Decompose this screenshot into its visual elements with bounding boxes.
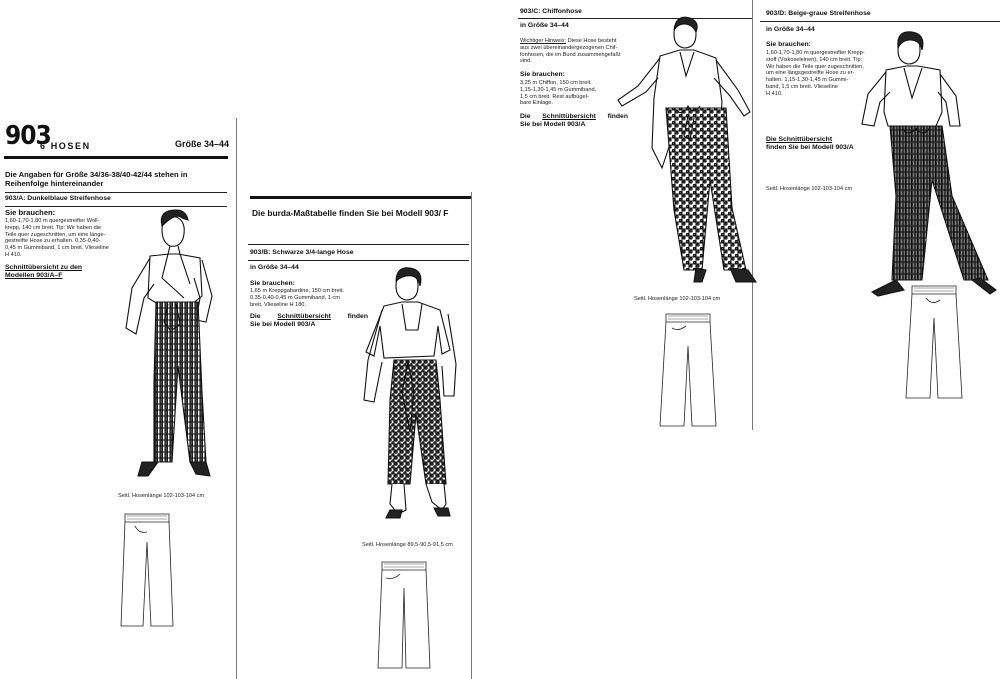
model-b-illustration bbox=[352, 264, 472, 534]
model-c-overview-link: Die Schnittübersicht finden Sie bei Mode… bbox=[520, 113, 628, 129]
model-b-pattern-sketch bbox=[374, 558, 434, 673]
model-d-length: Seitl. Hosenlänge 102-103-104 cm bbox=[766, 186, 853, 192]
text-word: Die bbox=[520, 113, 531, 120]
text-line: sind. bbox=[520, 58, 532, 65]
text-line: Die Schnittübersicht bbox=[766, 136, 833, 143]
hint-label: Wichtiger Hinweis: bbox=[520, 38, 567, 44]
text-line: gestreifte Hose zu erhalten. 0,35-0,40- bbox=[5, 238, 101, 245]
text-line: Die Schnittübersicht finden bbox=[520, 113, 628, 121]
page-903b: Die burda-Maßtabelle finden Sie bei Mode… bbox=[236, 192, 472, 679]
model-d-needs-text: 1,60-1,70-1,80 m quergestreifter Krepp- … bbox=[766, 50, 894, 98]
text-line: um eine längsgestreifte Hose zu er- bbox=[766, 70, 855, 77]
divider bbox=[518, 18, 752, 19]
model-c-needs-label: Sie brauchen: bbox=[520, 71, 565, 78]
model-d-illustration bbox=[842, 28, 992, 298]
model-a-needs-text: 1,60-1,70-1,80 m quergestreifter Woll- k… bbox=[5, 218, 125, 259]
page-903d: 903/D: Beige-graue Streifenhose in Größe… bbox=[752, 0, 1000, 679]
page-903c: 903/C: Chiffonhose in Größe 34–44 Wichti… bbox=[514, 0, 753, 430]
text-line: band, 1,5 cm breit. Vlieseline bbox=[766, 83, 838, 90]
page-banner-rule bbox=[250, 196, 471, 199]
text-line: finden Sie bei Modell 903/A bbox=[766, 144, 854, 152]
text-line: stoff (Viskoseleinen), 140 cm breit. Tip… bbox=[766, 56, 863, 63]
text-word: finden bbox=[607, 113, 628, 120]
model-c-size: in Größe 34–44 bbox=[520, 22, 569, 29]
model-c-needs-text: 3,25 m Chiffon, 150 cm breit. 1,15-1,30-… bbox=[520, 80, 620, 107]
model-d-pattern-sketch bbox=[904, 282, 964, 402]
size-note: Die Angaben für Größe 34/36-38/40-42/44 … bbox=[5, 170, 188, 188]
text-line: krepp, 140 cm breit. Tip: Wir haben die bbox=[5, 224, 102, 231]
text-line: Teile quer zugeschnitten, um eine länge- bbox=[5, 231, 106, 238]
model-c-illustration bbox=[612, 12, 762, 297]
model-d-overview-link: Die Schnittübersicht finden Sie bei Mode… bbox=[766, 136, 854, 152]
text-line: H 410. bbox=[766, 90, 783, 97]
text-line: breit. Vlieseline H 180. bbox=[250, 301, 306, 308]
text-line: Die Schnittübersicht finden bbox=[250, 313, 368, 321]
size-range: Größe 34–44 bbox=[175, 139, 230, 149]
model-a-length: Seitl. Hosenlänge 102-103-104 cm bbox=[118, 493, 205, 499]
divider bbox=[248, 244, 469, 245]
page-903a: 903 6 HOSEN Größe 34–44 Die Angaben für … bbox=[0, 118, 237, 679]
text-line: 3,25 m Chiffon, 150 cm breit. bbox=[520, 80, 592, 86]
text-line: H 410. bbox=[5, 251, 22, 258]
model-b-needs-label: Sie brauchen: bbox=[250, 280, 295, 287]
text-line: 1,65 m Kreppgabardine, 150 cm breit. bbox=[250, 288, 344, 294]
model-b-overview-link: Die Schnittübersicht finden Sie bei Mode… bbox=[250, 313, 368, 329]
text-line: 1,15-1,30-1,45 m Gummiband, bbox=[520, 86, 597, 93]
model-c-pattern-sketch bbox=[658, 310, 718, 430]
text-line: 1,5 cm breit. Rest aufbügel- bbox=[520, 93, 589, 100]
header-bar bbox=[4, 156, 228, 159]
model-d-title: 903/D: Beige-graue Streifenhose bbox=[766, 10, 871, 17]
text-line: Schnittübersicht zu den bbox=[5, 264, 83, 271]
model-b-size: in Größe 34–44 bbox=[250, 264, 299, 271]
text-word: Schnittübersicht bbox=[542, 113, 596, 120]
text-line: 1,60-1,70-1,80 m quergestreifter Krepp- bbox=[766, 50, 865, 56]
text-line: Modellen 903/A–F bbox=[5, 272, 63, 280]
text-line: aus zwei übereinandergezogenen Chif- bbox=[520, 44, 618, 51]
text-line: Sie bei Modell 903/A bbox=[520, 121, 586, 129]
text-line: halten. 1,15-1,30-1,45 m Gummi- bbox=[766, 77, 849, 84]
text-line: 0,45 m Gummiband, 1 cm breit. Vlieseline bbox=[5, 245, 109, 252]
measurement-chart-note: Die burda-Maßtabelle finden Sie bei Mode… bbox=[252, 208, 449, 218]
model-d-size: in Größe 34–44 bbox=[766, 26, 815, 33]
model-c-length: Seitl. Hosenlänge 102-103-104 cm bbox=[634, 296, 721, 302]
model-c-hint: Wichtiger Hinweis: Diese Hose besteht au… bbox=[520, 38, 638, 65]
text-line: 0,35-0,40-0,45 m Gummiband, 1 cm bbox=[250, 294, 340, 301]
model-a-needs-label: Sie brauchen: bbox=[5, 208, 56, 217]
model-d-needs-label: Sie brauchen: bbox=[766, 41, 811, 48]
text-word: Schnittübersicht bbox=[277, 313, 331, 320]
text-word: Die bbox=[250, 313, 261, 320]
text-word: finden bbox=[347, 313, 368, 320]
model-a-pattern-sketch bbox=[117, 510, 177, 630]
model-b-length: Seitl. Hosenlänge 89,5-90,5-91,5 cm bbox=[362, 542, 453, 548]
model-b-title: 903/B: Schwarze 3/4-lange Hose bbox=[250, 249, 354, 256]
divider bbox=[248, 260, 469, 261]
text-line: Wir haben die Teile quer zugeschnitten, bbox=[766, 63, 864, 70]
text-line: fonhosen, die im Bund zusammengefaßt bbox=[520, 51, 621, 58]
model-a-overview-link: Schnittübersicht zu den Modellen 903/A–F bbox=[5, 264, 82, 280]
text-line: bare Einlage. bbox=[520, 100, 553, 107]
text-line: Sie bei Modell 903/A bbox=[250, 321, 316, 329]
section-title: 6 HOSEN bbox=[40, 141, 91, 151]
model-a-title: 903/A: Dunkelblaue Streifenhose bbox=[5, 195, 111, 202]
divider bbox=[760, 21, 1000, 22]
divider bbox=[5, 192, 227, 193]
model-b-needs-text: 1,65 m Kreppgabardine, 150 cm breit. 0,3… bbox=[250, 288, 368, 308]
model-c-title: 903/C: Chiffonhose bbox=[520, 8, 582, 15]
model-a-illustration bbox=[110, 206, 240, 486]
divider bbox=[5, 206, 227, 207]
text-line: Wichtiger Hinweis: Diese Hose besteht bbox=[520, 38, 638, 45]
text-line: 1,60-1,70-1,80 m quergestreifter Woll- bbox=[5, 218, 100, 224]
text-word: Diese Hose besteht bbox=[567, 38, 617, 44]
page-number: 903 bbox=[5, 121, 52, 151]
